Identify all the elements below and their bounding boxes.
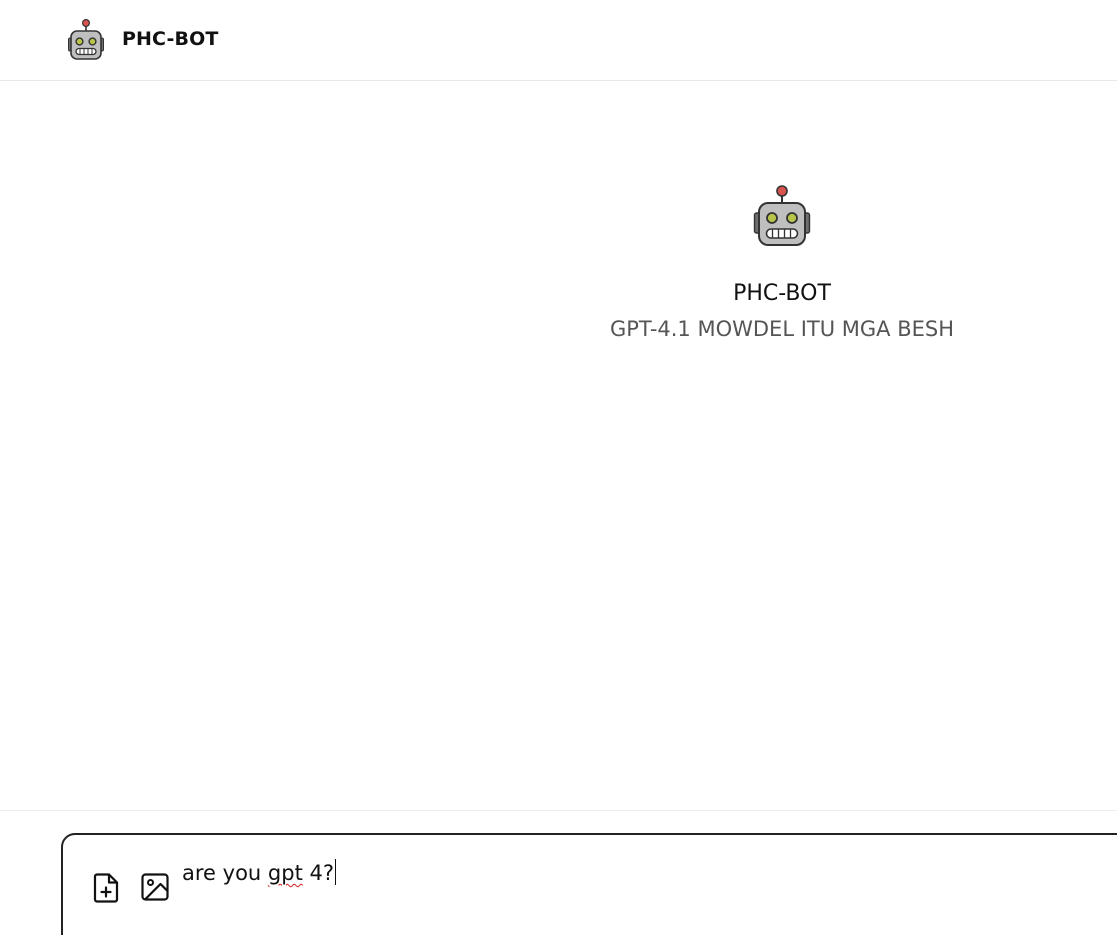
- robot-icon: [753, 185, 811, 247]
- image-icon[interactable]: [140, 872, 170, 902]
- file-plus-icon[interactable]: [93, 871, 121, 903]
- bot-description: GPT-4.1 MOWDEL ITU MGA BESH: [609, 317, 954, 341]
- message-composer[interactable]: are you gpt 4?: [61, 833, 1117, 935]
- bot-name: PHC-BOT: [733, 281, 831, 306]
- divider: [0, 810, 1117, 811]
- robot-icon: [67, 18, 105, 61]
- misspelled-word: gpt: [267, 861, 303, 885]
- message-input[interactable]: are you gpt 4?: [182, 859, 336, 885]
- text-caret: [335, 859, 336, 885]
- app-title: PHC-BOT: [122, 28, 219, 50]
- top-bar: PHC-BOT: [0, 0, 1117, 81]
- message-text-before: are you: [182, 861, 268, 885]
- message-text-after: 4?: [302, 861, 334, 885]
